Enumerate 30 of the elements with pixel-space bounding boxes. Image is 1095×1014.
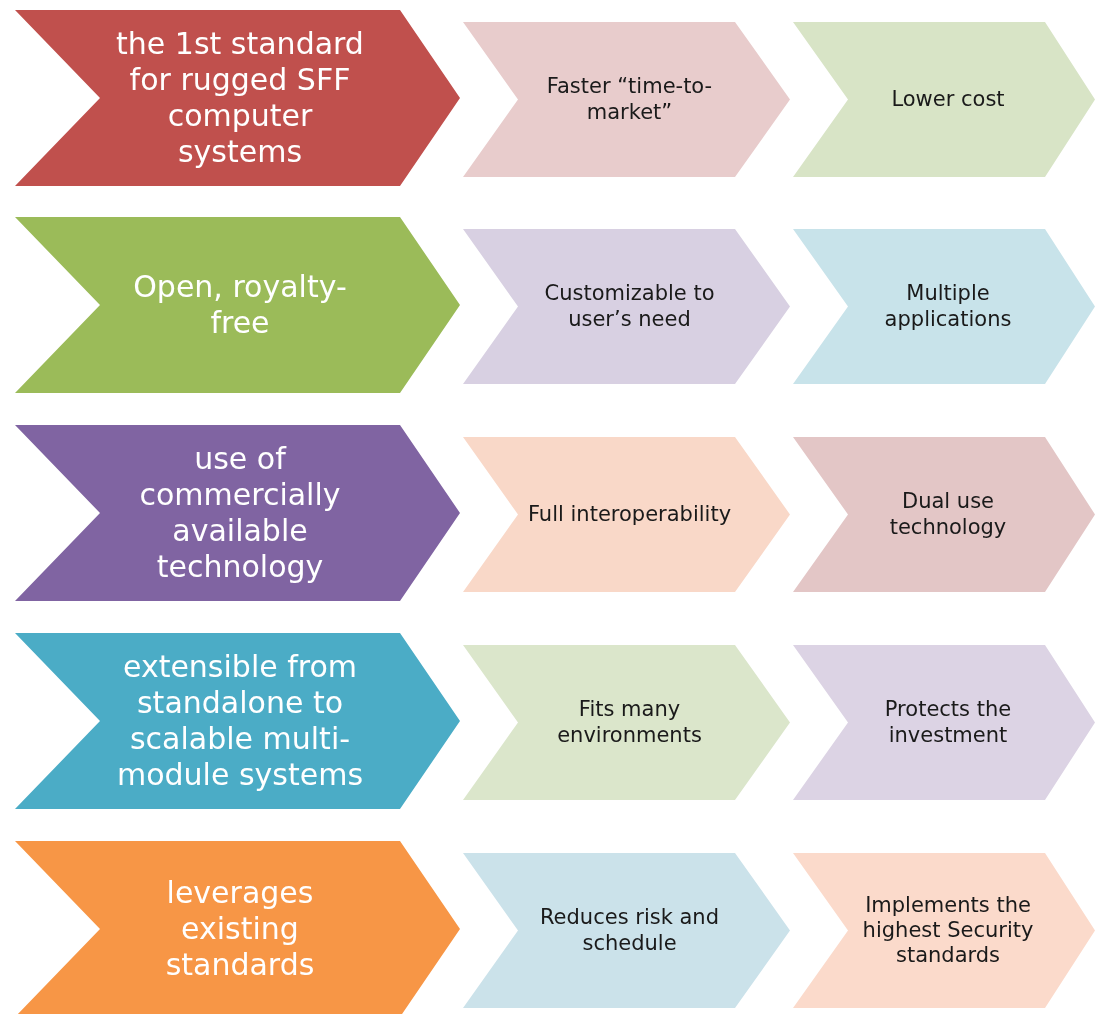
chevron-panel xyxy=(15,633,460,809)
chevron-panel xyxy=(793,22,1095,177)
chevron-label: use of commercially available technology xyxy=(138,441,342,585)
chevron-panel xyxy=(463,645,790,800)
chevron-panel xyxy=(15,10,460,186)
chevron-label: extensible from standalone to scalable multi-module systems xyxy=(115,649,365,793)
chevron-label: Multiple applications xyxy=(883,281,1013,332)
chevron-label: leverages existing standards xyxy=(164,875,316,983)
chevron-panel xyxy=(463,853,790,1008)
chevron-panel xyxy=(463,229,790,384)
chevron-panel xyxy=(15,425,460,601)
chevron-label: the 1st standard for rugged SFF computer systems xyxy=(115,26,365,170)
chevron-label: Customizable to user’s need xyxy=(543,281,716,332)
chevron-panel xyxy=(793,645,1095,800)
chevron-label: Protects the investment xyxy=(883,697,1013,748)
chevron-label: Implements the highest Security standards xyxy=(861,892,1035,969)
chevron-panel xyxy=(793,853,1095,1008)
chevron-label: Faster “time-to-market” xyxy=(545,74,714,125)
chevron-panel xyxy=(463,437,790,592)
chevron-panel xyxy=(15,841,460,1014)
chevron-label: Open, royalty-free xyxy=(132,269,348,341)
chevron-label: Dual use technology xyxy=(888,489,1008,540)
chevron-panel xyxy=(793,437,1095,592)
chevron-panel xyxy=(15,217,460,393)
chevron-label: Full interoperability xyxy=(527,501,732,528)
chevron-panel xyxy=(793,229,1095,384)
chevron-label: Lower cost xyxy=(891,86,1005,113)
chevron-label: Fits many environments xyxy=(556,697,703,748)
chevron-label: Reduces risk and schedule xyxy=(538,905,720,956)
chevron-panel xyxy=(463,22,790,177)
